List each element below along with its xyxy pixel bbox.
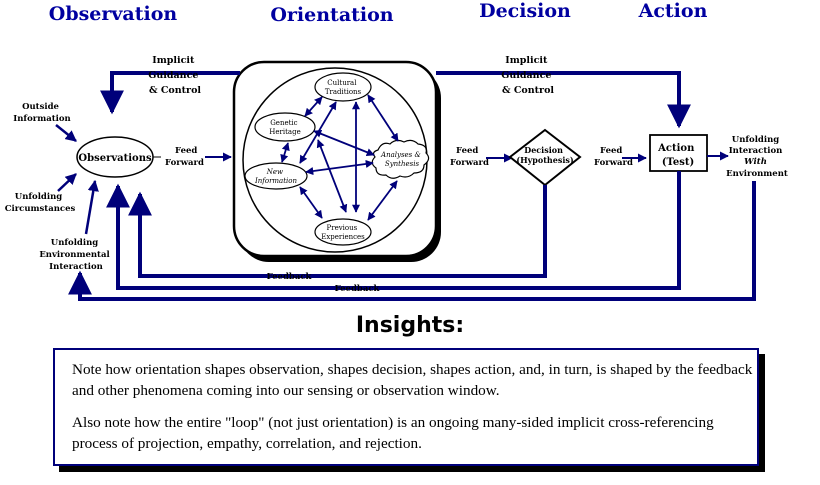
unfolding-interaction-label: Unfolding Interaction With Environment	[726, 135, 788, 179]
decision-label: Decision (Hypothesis)	[516, 145, 574, 165]
unfolding-environmental-interaction-arrow	[84, 179, 99, 235]
analyses-synthesis-node	[371, 139, 430, 179]
link-previous-analyses	[367, 180, 398, 221]
feed-forward-2-label: Feed Forward	[450, 146, 489, 168]
genetic-heritage-node	[254, 112, 316, 142]
header-orientation: Orientation	[270, 4, 393, 26]
feed-forward-3-label: Feed Forward	[594, 146, 633, 168]
action-node	[649, 134, 708, 172]
feedback-2-label: Feedback	[335, 284, 381, 294]
previous-experiences-node	[314, 218, 372, 246]
feedback-1-label: Feedback	[267, 272, 313, 282]
implicit-guidance-left-label: Implicit Guidance & Control	[148, 55, 201, 96]
ooda-diagram: Observation Orientation Decision Action …	[5, 0, 788, 301]
implicit-guidance-right-label: Implicit Guidance & Control	[501, 55, 554, 96]
insights-title: Insights:	[355, 313, 465, 338]
feedback-1-loop	[128, 185, 547, 278]
action-label: Action (Test)	[657, 143, 698, 168]
unfolding-circumstances-label: Unfolding Circumstances	[5, 192, 76, 214]
insight-paragraph-1: Note how orientation shapes observation,…	[72, 361, 753, 399]
feed-forward-1-label: Feed Forward	[165, 146, 204, 168]
outside-information-arrow	[55, 124, 77, 142]
new-information-label: New Information	[254, 168, 298, 185]
implicit-guidance-left-arrow	[100, 71, 240, 115]
header-observation: Observation	[49, 3, 178, 25]
outside-information-label: Outside Information	[13, 102, 70, 124]
orientation-interconnections	[280, 94, 399, 221]
insight-paragraph-2: Also note how the entire "loop" (not jus…	[72, 414, 714, 452]
implicit-guidance-right-arrow	[436, 71, 691, 129]
insights-box: Note how orientation shapes observation,…	[53, 348, 759, 466]
unfolding-environmental-interaction-label: Unfolding Environmental Interaction	[39, 238, 112, 272]
header-action: Action	[638, 0, 708, 22]
link-genetic-previous	[316, 139, 348, 213]
observations-label: Observations	[78, 153, 152, 164]
header-decision: Decision	[479, 0, 571, 22]
feedback-2-loop	[106, 171, 681, 290]
unfolding-circumstances-arrow	[57, 173, 77, 192]
link-genetic-newinfo	[280, 142, 290, 163]
analyses-synthesis-label: Analyses & Synthesis	[380, 151, 423, 168]
cultural-traditions-label: Cultural Traditions	[325, 79, 362, 96]
environment-loop	[68, 181, 756, 301]
genetic-heritage-label: Genetic Heritage	[269, 119, 300, 136]
cultural-traditions-node	[314, 72, 372, 102]
link-newinfo-previous	[299, 186, 323, 219]
new-information-node	[244, 162, 308, 190]
previous-experiences-label: Previous Experiences	[321, 224, 365, 241]
link-cultural-analyses	[367, 94, 399, 142]
